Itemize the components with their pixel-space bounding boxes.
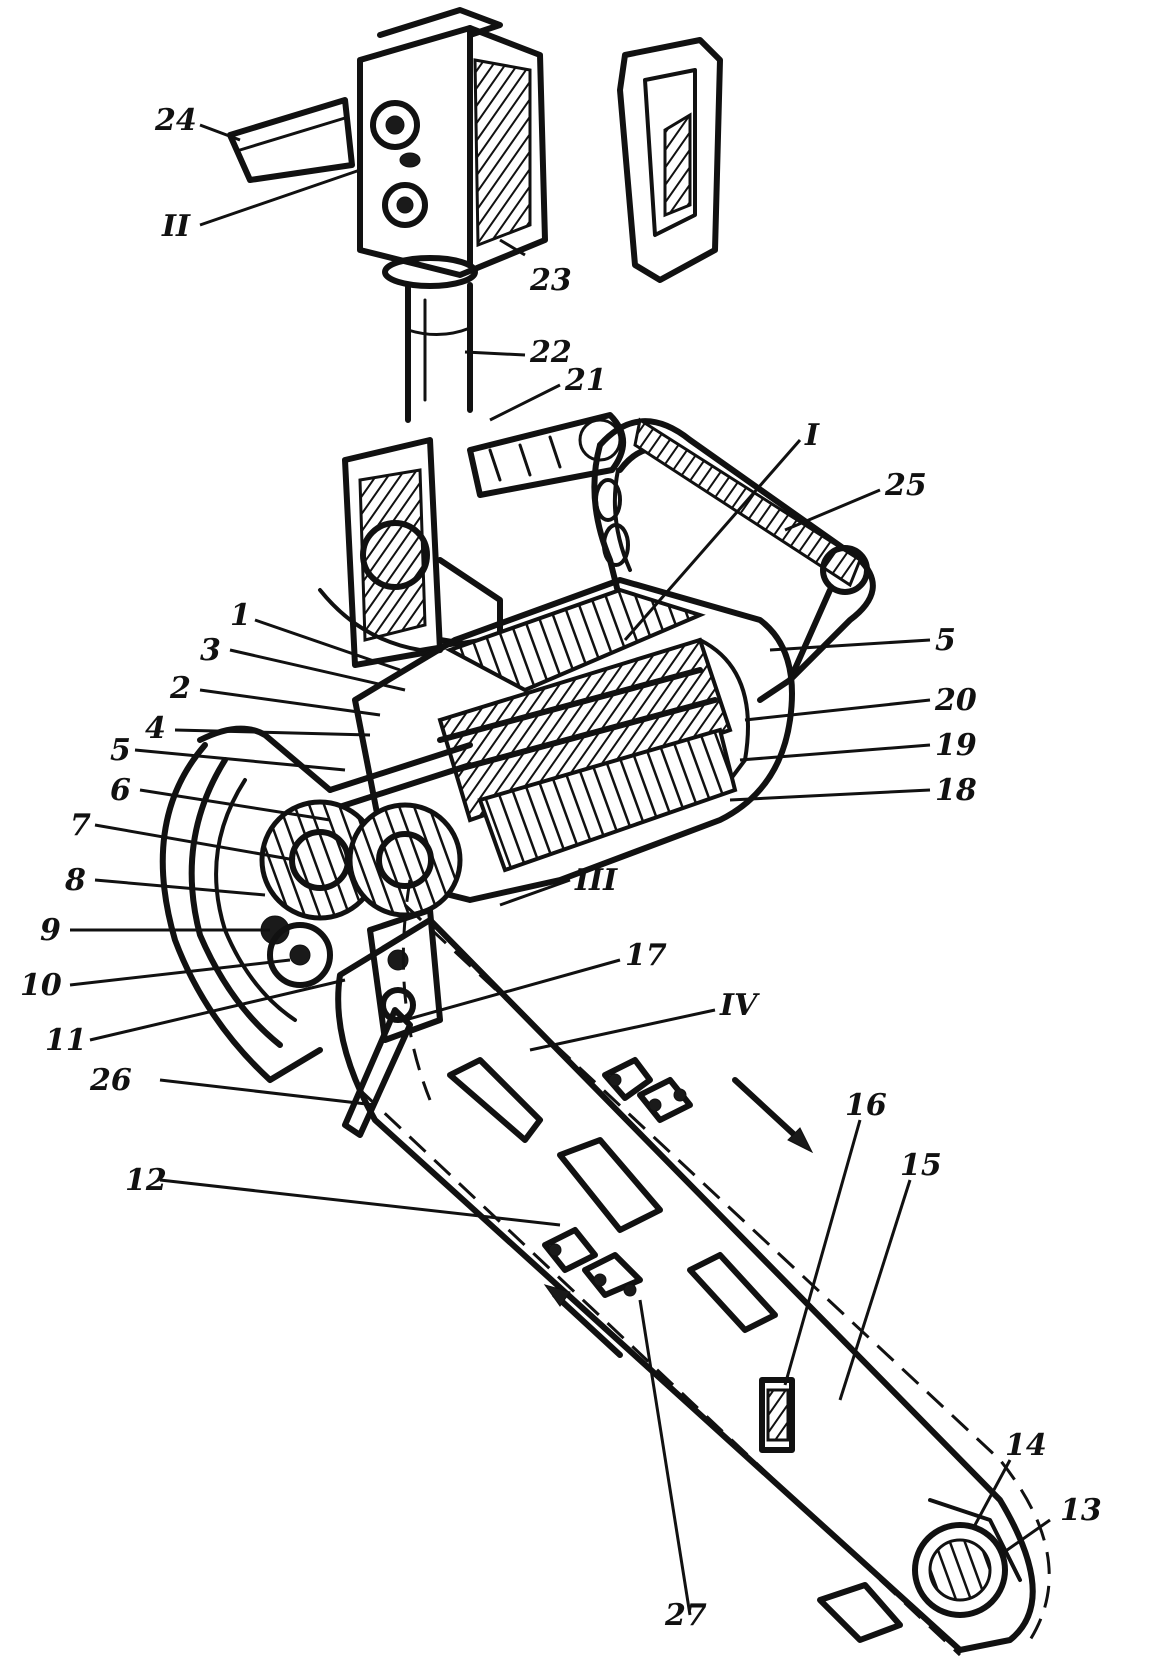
callout-23: 23: [529, 263, 572, 298]
callout-3: 3: [200, 633, 221, 668]
cover-plate: [617, 37, 723, 283]
callout-20: 20: [934, 683, 977, 718]
callout-7: 7: [70, 808, 91, 843]
callout-9: 9: [40, 913, 61, 948]
chain-path: [358, 879, 1051, 1657]
callout-12: 12: [125, 1163, 167, 1198]
callout-24: 24: [154, 103, 197, 138]
support-tube: [405, 282, 473, 423]
callout-IV: IV: [719, 988, 760, 1023]
callout-II: II: [161, 209, 191, 244]
chain-links-lower: [542, 1227, 643, 1298]
callout-14: 14: [1005, 1428, 1047, 1463]
callout-21: 21: [564, 363, 607, 398]
callout-11: 11: [45, 1023, 87, 1058]
callout-13: 13: [1060, 1493, 1102, 1528]
callout-5-right: 5: [935, 623, 956, 658]
callout-27: 27: [664, 1598, 707, 1633]
drive-gears: [259, 799, 463, 988]
callout-10: 10: [20, 968, 62, 1003]
guide-bar: [335, 917, 1036, 1653]
callout-III: III: [574, 863, 618, 898]
chain-links-upper: [602, 1057, 693, 1123]
handle-frame: [591, 417, 876, 703]
control-box: [227, 7, 548, 289]
callout-19: 19: [935, 728, 977, 763]
callout-15: 15: [900, 1148, 942, 1183]
callout-18: 18: [935, 773, 977, 808]
chain-direction-arrows: [543, 1077, 814, 1358]
callout-2: 2: [169, 671, 191, 706]
callout-5-left: 5: [110, 733, 131, 768]
callout-17: 17: [625, 938, 667, 973]
callout-22: 22: [529, 335, 572, 370]
callout-4: 4: [145, 711, 166, 746]
callout-1: 1: [230, 598, 251, 633]
callout-6: 6: [110, 773, 131, 808]
motor-housing: [327, 577, 795, 903]
callout-26: 26: [89, 1063, 132, 1098]
callout-8: 8: [64, 863, 86, 898]
callout-16: 16: [845, 1088, 887, 1123]
callout-I: I: [804, 418, 820, 453]
leader-lines: [69, 123, 1051, 1616]
callout-labels: 24 II 23 22 21 I 25 1 3 2 4 5 6 7 8 9 10…: [20, 103, 1102, 1633]
callout-25: 25: [884, 468, 927, 503]
